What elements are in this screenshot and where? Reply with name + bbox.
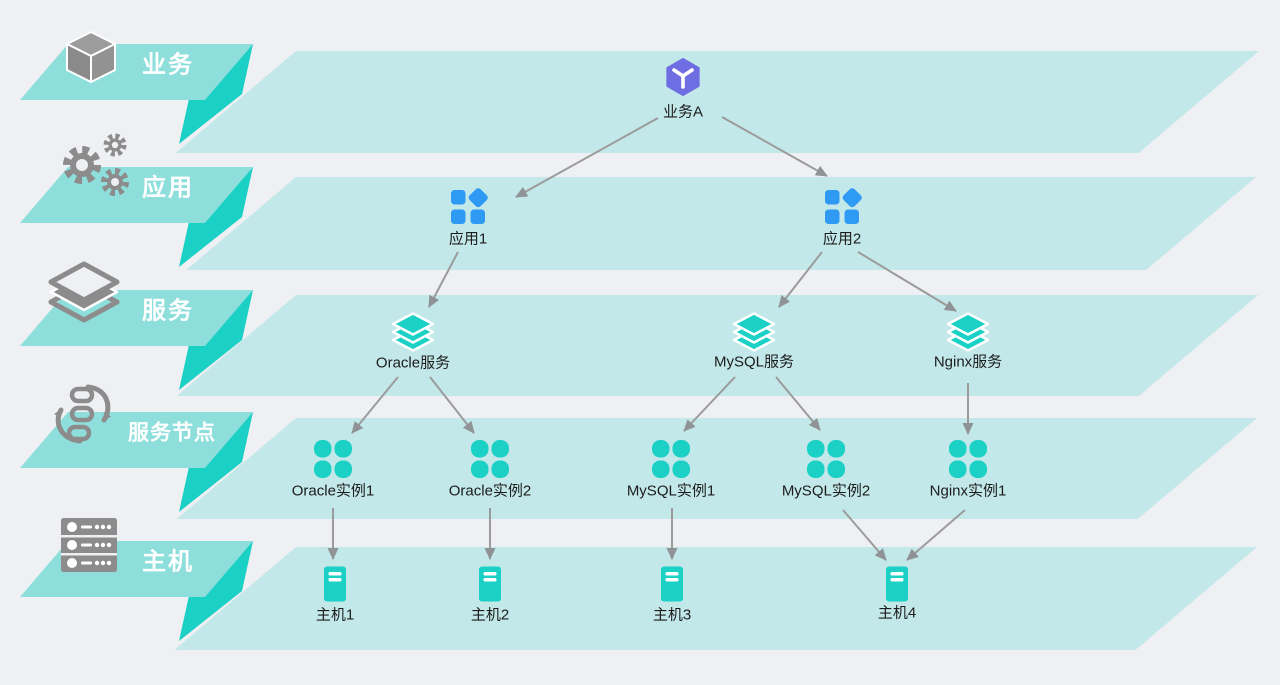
band-business [175,51,1259,153]
node-inst-mysql-1: MySQL实例1 [627,440,715,500]
node-inst-nginx-1: Nginx实例1 [930,440,1007,500]
node-label-host-1: 主机1 [316,607,354,624]
band-service [176,295,1258,396]
plate-fold-business [179,44,253,144]
plate-label-service-node: 服务节点 [128,421,216,445]
edge-app-2-to-svc-nginx [857,251,957,312]
plate-fold-host [179,541,253,641]
node-biz-a: 业务A [663,58,703,121]
band-service-node [176,418,1257,519]
edge-biz-a-to-app-1 [515,117,659,198]
plate-fold-service [179,290,253,390]
node-label-host-4: 主机4 [878,605,916,622]
edge-biz-a-to-app-2 [721,116,828,177]
node-svc-nginx: Nginx服务 [934,312,1002,371]
edge-svc-mysql-to-inst-mysql-2 [775,376,821,431]
node-host-4: 主机4 [878,566,916,622]
node-label-svc-oracle: Oracle服务 [376,355,450,372]
node-host-2: 主机2 [471,566,509,624]
node-label-app-2: 应用2 [823,230,861,248]
node-svc-mysql: MySQL服务 [714,312,794,371]
app-grid-icon [825,188,862,224]
edge-app-2-to-svc-mysql [778,251,823,308]
node-label-host-3: 主机3 [653,607,691,624]
cube-3d-icon [66,31,116,83]
stack-icon [391,312,435,352]
layer-bands [174,51,1259,650]
clover-icon [652,440,690,478]
clover-icon [949,440,987,478]
node-label-biz-a: 业务A [663,104,703,121]
node-host-3: 主机3 [653,566,691,624]
node-inst-oracle-1: Oracle实例1 [292,440,375,500]
node-app-1: 应用1 [449,188,488,248]
plate-label-application: 应用 [142,174,194,202]
node-label-inst-nginx-1: Nginx实例1 [930,483,1007,500]
band-application [186,177,1256,270]
app-grid-icon [451,188,488,224]
node-label-inst-mysql-2: MySQL实例2 [782,483,870,500]
node-label-inst-oracle-1: Oracle实例1 [292,483,375,500]
tower-icon [661,566,683,602]
plate-label-business: 业务 [142,51,194,79]
band-host [174,547,1258,650]
clover-icon [314,440,352,478]
node-label-svc-mysql: MySQL服务 [714,354,794,371]
node-inst-oracle-2: Oracle实例2 [449,440,532,500]
node-label-app-1: 应用1 [449,230,487,248]
cycle-nodes-icon [54,384,112,444]
hexagon-cube-icon [666,58,700,96]
edge-svc-oracle-to-inst-oracle-1 [351,376,399,434]
clover-icon [807,440,845,478]
plate-label-host: 主机 [142,549,194,576]
plate-fold-application [179,167,253,267]
stack-icon [732,312,776,352]
edge-svc-mysql-to-inst-mysql-1 [683,376,736,432]
tower-icon [324,566,346,602]
edge-svc-oracle-to-inst-oracle-2 [429,376,475,434]
node-host-1: 主机1 [316,566,354,624]
node-label-inst-mysql-1: MySQL实例1 [627,483,715,500]
tower-icon [479,566,501,602]
layers-icon [48,261,120,323]
node-svc-oracle: Oracle服务 [376,312,450,372]
node-label-host-2: 主机2 [471,607,509,624]
server-rack-icon [61,518,117,572]
edge-inst-mysql-2-to-host-4 [842,509,887,561]
clover-icon [471,440,509,478]
node-inst-mysql-2: MySQL实例2 [782,440,870,500]
edge-app-1-to-svc-oracle [428,251,459,308]
edges [327,116,974,561]
node-label-inst-oracle-2: Oracle实例2 [449,483,532,500]
plate-label-service: 服务 [142,297,194,325]
tower-icon [886,566,908,602]
node-app-2: 应用2 [823,188,862,248]
node-label-svc-nginx: Nginx服务 [934,354,1002,371]
plate-fold-service-node [179,412,253,512]
edge-inst-nginx-1-to-host-4 [906,509,966,561]
stack-icon [946,312,990,352]
gears-icon [63,133,129,196]
